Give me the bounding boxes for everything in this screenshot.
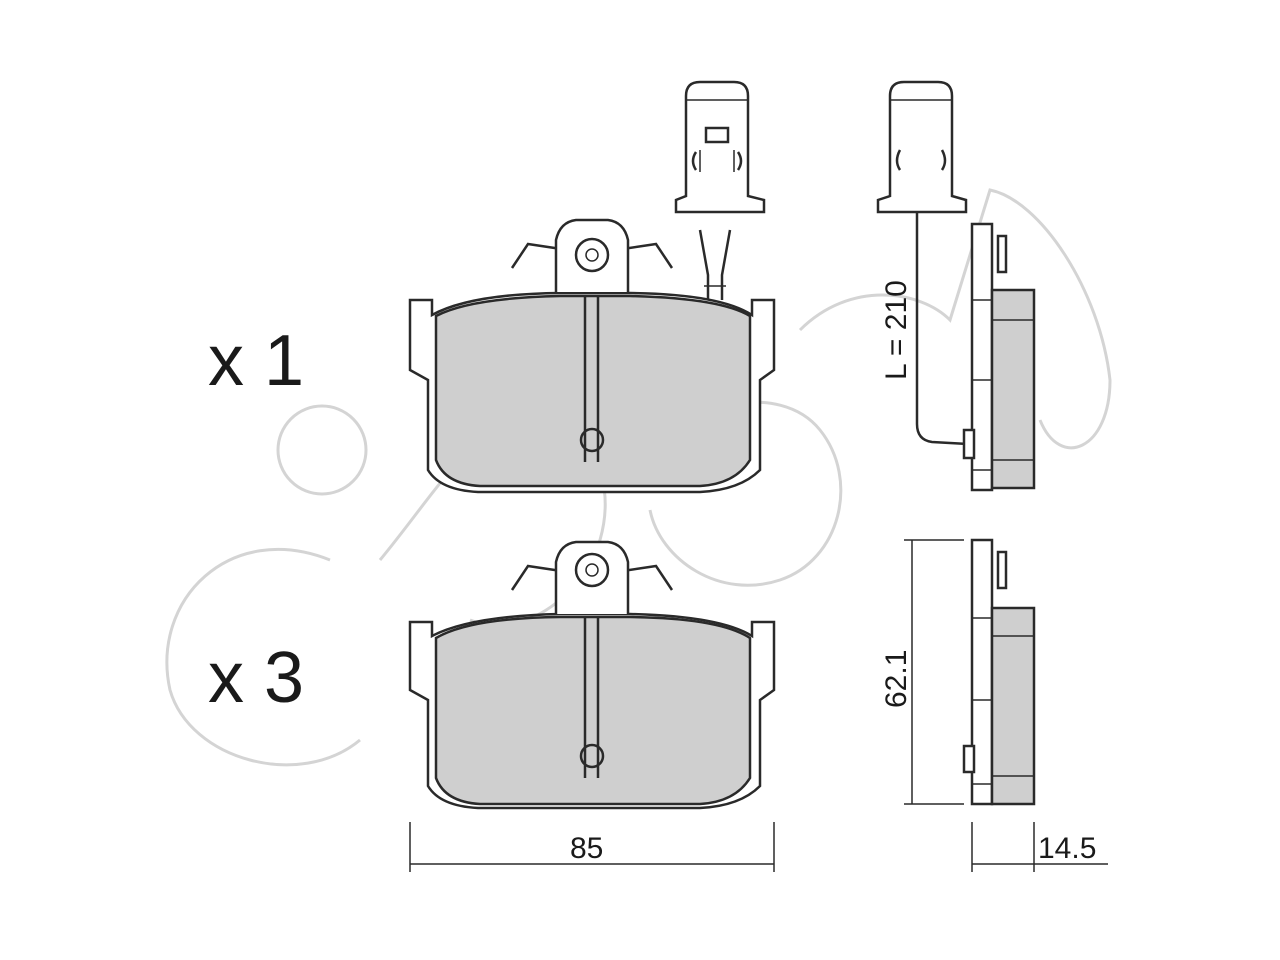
brake-pad-plain bbox=[408, 540, 776, 810]
brake-pad-with-sensor bbox=[408, 218, 776, 494]
pad-side-profile-upper bbox=[962, 222, 1036, 492]
quantity-sensor-label: x 1 bbox=[208, 321, 304, 401]
quantity-plain-label: x 3 bbox=[208, 638, 304, 718]
width-dimension bbox=[409, 822, 775, 872]
height-dimension bbox=[904, 539, 964, 805]
sensor-connector-side bbox=[876, 80, 969, 446]
sensor-connector-front bbox=[674, 80, 766, 214]
thickness-label: 14.5 bbox=[1038, 832, 1096, 865]
wire-length-label: L = 210 bbox=[880, 280, 913, 380]
width-label: 85 bbox=[570, 832, 603, 865]
pad-side-profile-lower bbox=[962, 538, 1036, 806]
thickness-dimension bbox=[971, 822, 1108, 872]
height-label: 62.1 bbox=[880, 650, 913, 708]
